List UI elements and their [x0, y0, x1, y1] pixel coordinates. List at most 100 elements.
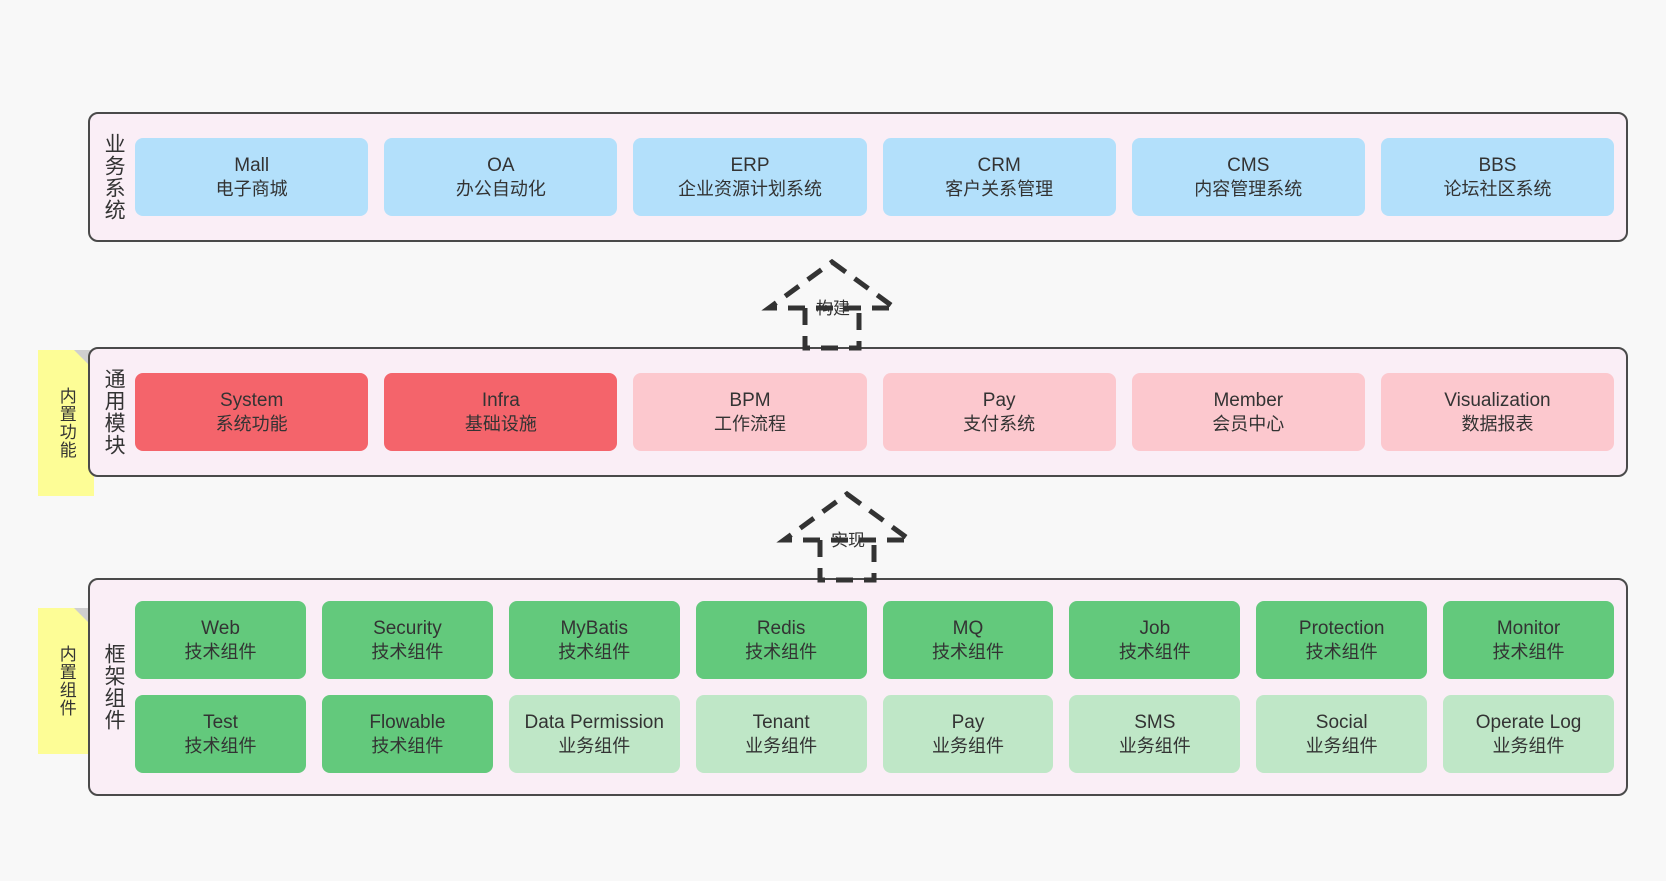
card-title-en: MQ	[952, 617, 984, 639]
card-title-cn: 企业资源计划系统	[677, 178, 822, 199]
card-test[interactable]: Test 技术组件	[135, 695, 306, 773]
card-title-en: MyBatis	[560, 617, 629, 639]
card-mq[interactable]: MQ 技术组件	[882, 601, 1054, 679]
card-row: Mall 电子商城 OA 办公自动化 ERP 企业资源计划系统 CRM 客户关系…	[135, 138, 1615, 216]
card-cms[interactable]: CMS 内容管理系统	[1131, 138, 1365, 216]
card-title-en: Monitor	[1496, 617, 1561, 639]
dashed-generalization-arrow-icon	[761, 258, 903, 351]
card-title-en: Job	[1139, 617, 1171, 639]
card-title-cn: 支付系统	[963, 413, 1036, 434]
card-security[interactable]: Security 技术组件	[321, 601, 493, 679]
card-title-en: Redis	[756, 617, 806, 639]
card-web[interactable]: Web 技术组件	[135, 601, 306, 679]
card-title-en: Infra	[481, 389, 520, 411]
card-title-cn: 基础设施	[464, 413, 537, 434]
card-title-en: SMS	[1134, 711, 1176, 733]
card-title-cn: 技术组件	[184, 641, 257, 662]
layer-common-modules: 通用模块 System 系统功能 Infra 基础设施 BPM 工作流程 Pay…	[88, 347, 1628, 477]
card-title-cn: 数据报表	[1461, 413, 1534, 434]
card-operate-log[interactable]: Operate Log 业务组件	[1443, 695, 1614, 773]
card-title-cn: 技术组件	[1305, 641, 1378, 662]
layer-body-modules: System 系统功能 Infra 基础设施 BPM 工作流程 Pay 支付系统…	[131, 373, 1626, 451]
card-title-en: Web	[201, 617, 240, 639]
card-title-cn: 业务组件	[1492, 735, 1565, 756]
card-title-en: Flowable	[369, 711, 446, 733]
card-crm[interactable]: CRM 客户关系管理	[882, 138, 1116, 216]
layer-framework-components: 框架组件 Web 技术组件 Security 技术组件 MyBatis 技术组件…	[88, 578, 1628, 796]
card-oa[interactable]: OA 办公自动化	[384, 138, 618, 216]
card-row: System 系统功能 Infra 基础设施 BPM 工作流程 Pay 支付系统…	[135, 373, 1615, 451]
card-title-cn: 办公自动化	[455, 178, 546, 199]
sticky-note-label: 内置组件	[56, 645, 76, 717]
card-row: Test 技术组件 Flowable 技术组件 Data Permission …	[135, 695, 1614, 773]
card-title-cn: 业务组件	[931, 735, 1004, 756]
connector-label-build: 构建	[816, 299, 850, 318]
card-redis[interactable]: Redis 技术组件	[695, 601, 867, 679]
card-title-en: Pay	[951, 711, 985, 733]
connector-implement: 实现	[772, 490, 922, 583]
layer-body-framework: Web 技术组件 Security 技术组件 MyBatis 技术组件 Redi…	[131, 601, 1626, 773]
card-mall[interactable]: Mall 电子商城	[135, 138, 369, 216]
card-data-permission[interactable]: Data Permission 业务组件	[508, 695, 680, 773]
card-pay[interactable]: Pay 支付系统	[882, 373, 1116, 451]
card-title-cn: 技术组件	[184, 735, 257, 756]
layer-body-business: Mall 电子商城 OA 办公自动化 ERP 企业资源计划系统 CRM 客户关系…	[131, 138, 1626, 216]
connector-build: 构建	[757, 258, 907, 351]
card-title-cn: 内容管理系统	[1194, 178, 1303, 199]
card-title-cn: 系统功能	[215, 413, 288, 434]
card-title-cn: 论坛社区系统	[1443, 178, 1552, 199]
card-title-en: BPM	[729, 389, 771, 411]
card-title-cn: 技术组件	[745, 641, 818, 662]
card-row: Web 技术组件 Security 技术组件 MyBatis 技术组件 Redi…	[135, 601, 1614, 679]
card-member[interactable]: Member 会员中心	[1131, 373, 1365, 451]
card-bpm[interactable]: BPM 工作流程	[633, 373, 867, 451]
card-title-cn: 客户关系管理	[945, 178, 1054, 199]
card-title-en: Tenant	[752, 711, 810, 733]
card-title-cn: 会员中心	[1212, 413, 1285, 434]
card-title-cn: 电子商城	[215, 178, 288, 199]
layer-title-framework: 框架组件	[102, 643, 126, 731]
layer-title-business: 业务系统	[102, 133, 126, 221]
layer-title-modules: 通用模块	[102, 368, 126, 456]
card-title-cn: 技术组件	[371, 735, 444, 756]
card-pay-business[interactable]: Pay 业务组件	[882, 695, 1054, 773]
card-title-en: BBS	[1478, 154, 1517, 176]
card-sms[interactable]: SMS 业务组件	[1069, 695, 1241, 773]
card-title-en: ERP	[730, 154, 770, 176]
dashed-generalization-arrow-icon	[776, 490, 918, 583]
card-title-cn: 技术组件	[1118, 641, 1191, 662]
sticky-note-builtin-functions: 内置功能	[38, 350, 94, 496]
card-title-en: Mall	[234, 154, 270, 176]
card-system[interactable]: System 系统功能	[135, 373, 369, 451]
card-title-cn: 业务组件	[558, 735, 631, 756]
card-title-en: OA	[487, 154, 515, 176]
sticky-note-label: 内置功能	[56, 387, 76, 459]
card-infra[interactable]: Infra 基础设施	[384, 373, 618, 451]
card-title-cn: 工作流程	[713, 413, 786, 434]
card-erp[interactable]: ERP 企业资源计划系统	[633, 138, 867, 216]
card-mybatis[interactable]: MyBatis 技术组件	[508, 601, 680, 679]
card-social[interactable]: Social 业务组件	[1256, 695, 1428, 773]
layer-business-systems: 业务系统 Mall 电子商城 OA 办公自动化 ERP 企业资源计划系统 CRM…	[88, 112, 1628, 242]
card-title-en: Protection	[1298, 617, 1385, 639]
card-title-en: CMS	[1227, 154, 1270, 176]
card-flowable[interactable]: Flowable 技术组件	[321, 695, 493, 773]
card-monitor[interactable]: Monitor 技术组件	[1443, 601, 1614, 679]
card-job[interactable]: Job 技术组件	[1069, 601, 1241, 679]
card-title-cn: 业务组件	[1118, 735, 1191, 756]
card-title-cn: 技术组件	[931, 641, 1004, 662]
card-title-en: Social	[1315, 711, 1368, 733]
card-title-en: System	[219, 389, 284, 411]
card-visualization[interactable]: Visualization 数据报表	[1380, 373, 1615, 451]
card-title-cn: 技术组件	[558, 641, 631, 662]
card-title-en: Visualization	[1444, 389, 1551, 411]
card-title-cn: 业务组件	[1305, 735, 1378, 756]
card-title-en: Security	[373, 617, 442, 639]
sticky-note-builtin-components: 内置组件	[38, 608, 94, 754]
card-bbs[interactable]: BBS 论坛社区系统	[1380, 138, 1615, 216]
card-tenant[interactable]: Tenant 业务组件	[695, 695, 867, 773]
card-title-en: Operate Log	[1475, 711, 1582, 733]
card-protection[interactable]: Protection 技术组件	[1256, 601, 1428, 679]
card-title-en: Data Permission	[524, 711, 664, 733]
connector-label-implement: 实现	[831, 531, 865, 550]
